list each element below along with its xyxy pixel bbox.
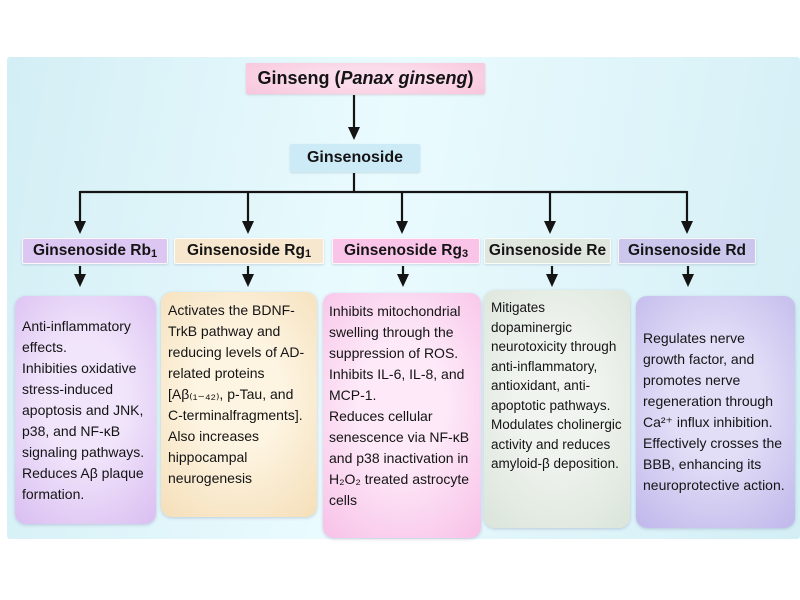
header-label: Ginsenoside Rb	[32, 242, 151, 259]
node-ginsenoside-re: Ginsenoside Re	[484, 238, 611, 264]
effects-box-re: Mitigates dopaminergic neurotoxicity thr…	[484, 290, 630, 528]
root-label-prefix: Ginseng (	[257, 68, 341, 88]
effects-text: Mitigates dopaminergic neurotoxicity thr…	[491, 300, 622, 471]
root-label-suffix: )	[467, 68, 474, 88]
effects-box-rd: Regulates nerve growth factor, and promo…	[636, 296, 795, 528]
effects-box-rg1: Activates the BDNF-TrkB pathway and redu…	[161, 292, 317, 517]
node-ginsenoside-rd: Ginsenoside Rd	[618, 238, 756, 264]
header-label: Ginsenoside Re	[488, 242, 607, 259]
effects-box-rg3: Inhibits mitochondrial swelling through …	[323, 293, 481, 538]
header-label: Ginsenoside Rg	[343, 242, 462, 259]
header-label: Ginsenoside Rg	[186, 242, 305, 259]
node-ginsenoside: Ginsenoside	[290, 144, 420, 172]
effects-text: Regulates nerve growth factor, and promo…	[643, 330, 785, 493]
root-node-ginseng: Ginseng (Panax ginseng)	[246, 63, 485, 94]
effects-text: Inhibits mitochondrial swelling through …	[329, 303, 470, 508]
effects-text: Activates the BDNF-TrkB pathway and redu…	[168, 302, 305, 486]
effects-box-rb1: Anti-inflammatory effects. Inhibities ox…	[15, 296, 156, 524]
root-species-name: Panax ginseng	[340, 68, 468, 88]
header-label: Ginsenoside Rd	[628, 242, 746, 259]
effects-text: Anti-inflammatory effects. Inhibities ox…	[22, 317, 145, 502]
